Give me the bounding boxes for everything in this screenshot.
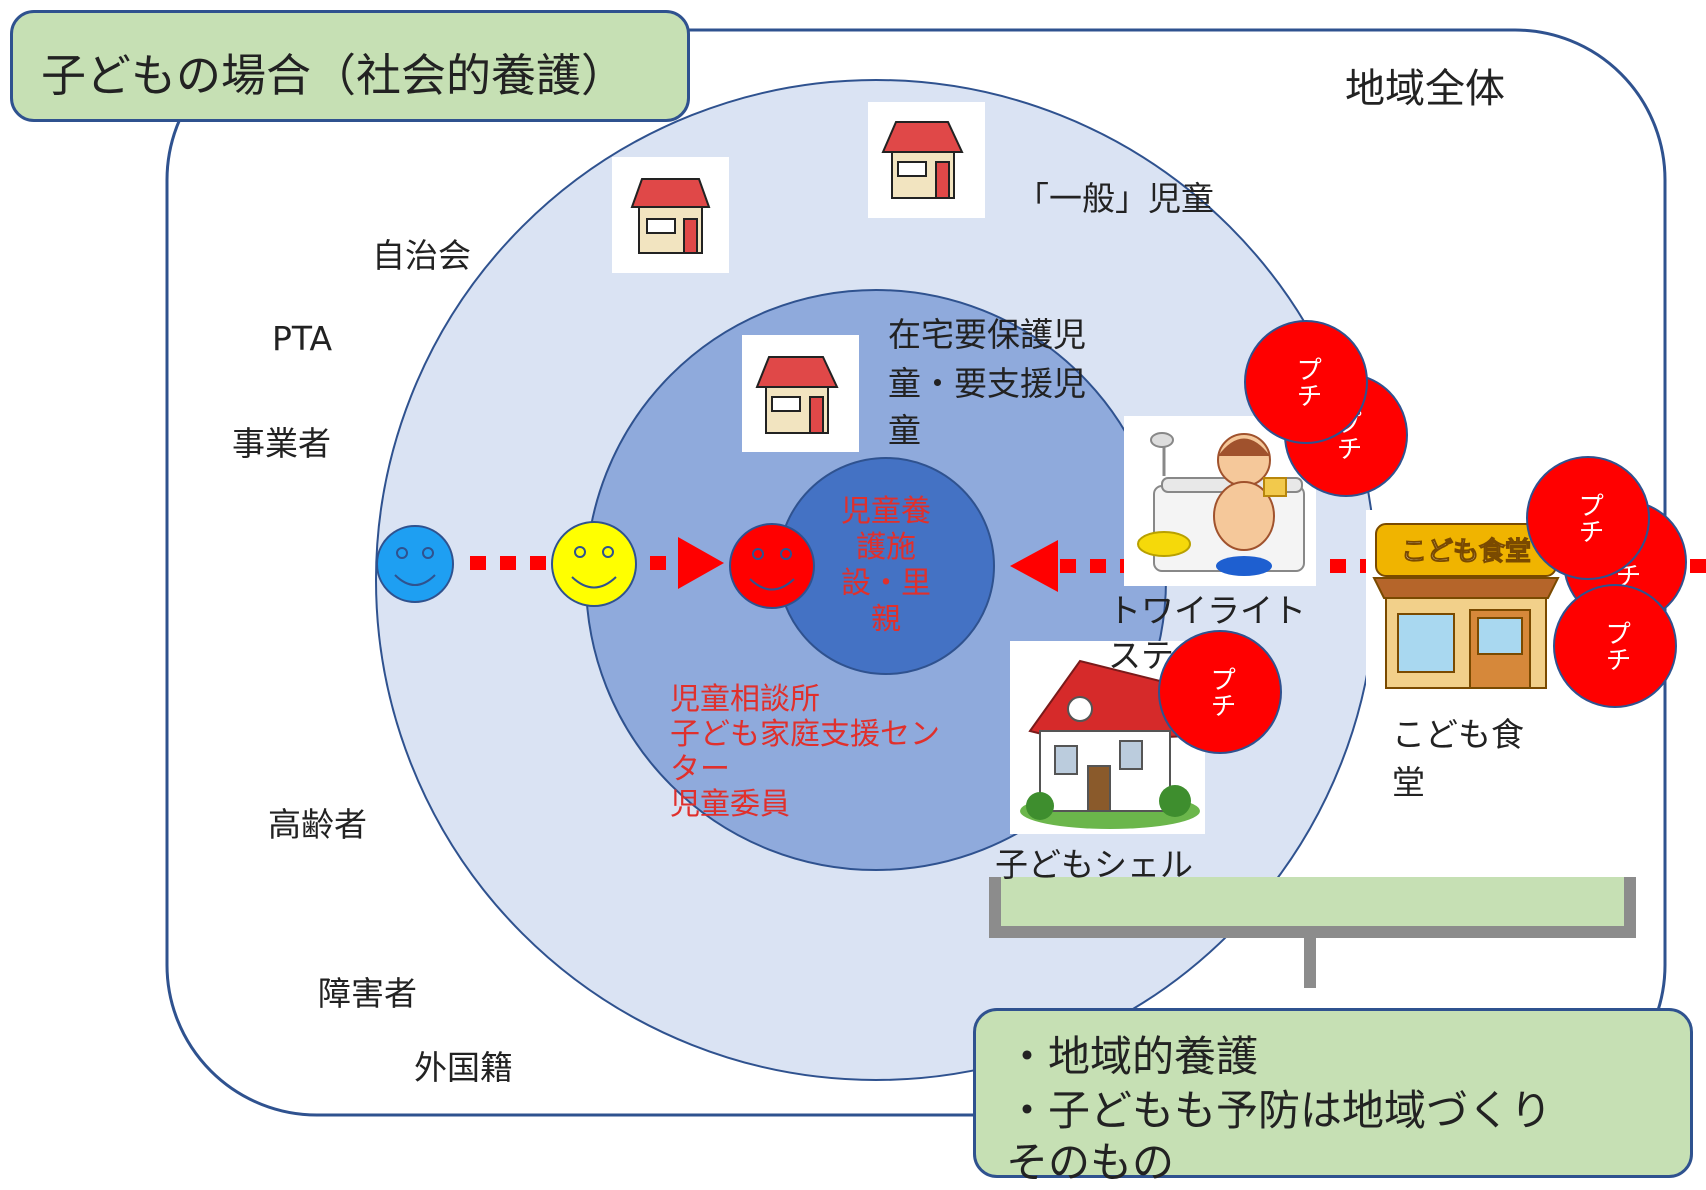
yellow-face-icon xyxy=(551,521,637,607)
brace-connector xyxy=(989,877,1636,988)
summary-line-1: ・地域的養護 xyxy=(1006,1032,1259,1081)
pta-label: PTA xyxy=(272,319,333,358)
house-icon xyxy=(742,335,859,452)
blue-face-icon xyxy=(376,525,454,603)
summary-box: ・地域的養護 ・子どもも予防は地域づくり そのもの xyxy=(973,1008,1693,1187)
petit-circle: プチ xyxy=(1553,584,1677,708)
disabled-label: 障害者 xyxy=(318,974,417,1013)
petit-circle: プチ xyxy=(1158,630,1282,754)
kodomo-shokudo-label-line1: こども食 xyxy=(1392,715,1524,754)
child-shelter-label: 子どもシェル xyxy=(995,845,1193,884)
general-children-label: 「一般」児童 xyxy=(1016,179,1214,218)
home-support-label-line1: 在宅要保護児 xyxy=(888,315,1086,354)
shop-sign-text: こども食堂 xyxy=(1401,536,1531,567)
right-dotted-arrow xyxy=(1010,540,1706,592)
facility-label: 児童養 護施 設・里 親 xyxy=(841,494,931,637)
foreign-label: 外国籍 xyxy=(414,1048,513,1087)
page-title: 子どもの場合（社会的養護） xyxy=(41,49,627,102)
petit-circle: プチ xyxy=(1244,320,1368,444)
title-box: 子どもの場合（社会的養護） xyxy=(10,10,690,122)
elderly-label: 高齢者 xyxy=(268,805,367,844)
summary-line-2: ・子どもも予防は地域づくり xyxy=(1006,1086,1553,1135)
house-icon xyxy=(612,157,729,273)
twilight-stay-label-line2: ステ xyxy=(1108,636,1174,675)
home-support-label-line3: 童 xyxy=(888,411,921,450)
kodomo-shokudo-shop-illustration: こども食堂 xyxy=(1366,510,1566,695)
twilight-stay-label-line1: トワイライト xyxy=(1108,591,1306,630)
region-label: 地域全体 xyxy=(1345,66,1505,112)
jichikai-label: 自治会 xyxy=(372,236,471,275)
kodomo-shokudo-label-line2: 堂 xyxy=(1392,763,1425,802)
petit-circle: プチ xyxy=(1526,456,1650,580)
summary-line-3: そのもの xyxy=(1006,1138,1175,1187)
agencies-label: 児童相談所 子ども家庭支援セン ター 児童委員 xyxy=(670,682,940,823)
business-label: 事業者 xyxy=(232,424,331,463)
child-shelter-house-illustration xyxy=(1010,641,1205,834)
home-support-label-line2: 童・要支援児 xyxy=(888,364,1086,403)
red-face-icon xyxy=(729,523,815,609)
house-icon xyxy=(868,102,985,218)
